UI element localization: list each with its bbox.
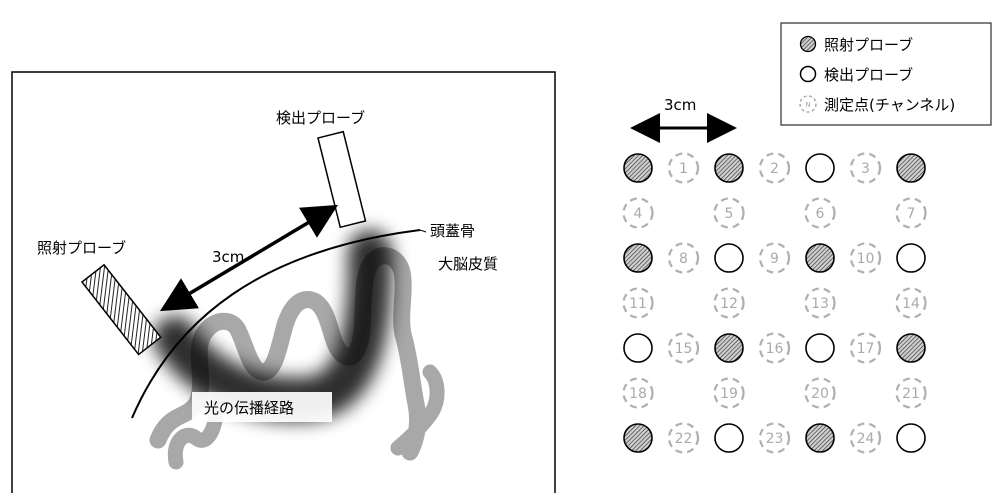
channel-marker — [804, 377, 836, 409]
source-probe-marker — [805, 243, 835, 273]
detector-probe-marker — [805, 333, 835, 363]
channel-marker — [758, 422, 791, 454]
channel-marker — [667, 242, 700, 274]
channel-number: 10 — [857, 251, 875, 267]
skull-leader-line — [419, 229, 427, 233]
cerebral-cortex-fold — [390, 364, 445, 456]
channel-number: 7 — [907, 206, 916, 222]
legend-detector-label: 検出プローブ — [824, 66, 913, 84]
channel-marker — [713, 377, 745, 409]
source-probe-marker — [714, 153, 744, 183]
detector-probe-label: 検出プローブ — [276, 109, 365, 127]
distance-arrow — [159, 204, 339, 312]
detector-probe-marker — [896, 243, 926, 273]
channel-marker — [758, 152, 791, 184]
channel-marker — [667, 332, 700, 364]
channel-number: 3 — [861, 161, 870, 177]
channel-marker — [804, 287, 836, 319]
diagram-frame — [11, 71, 556, 493]
channel-number: 11 — [629, 296, 647, 312]
channel-number: 12 — [720, 296, 738, 312]
channel-marker — [849, 332, 882, 364]
channel-marker — [849, 242, 882, 274]
source-probe-marker — [896, 153, 926, 183]
light-path-label-box — [192, 392, 332, 422]
detector-probe-marker — [805, 153, 835, 183]
channel-number: 1 — [679, 161, 688, 177]
channel-marker — [758, 242, 791, 274]
channel-number: 4 — [634, 206, 643, 222]
legend-source-label: 照射プローブ — [824, 36, 913, 54]
detector-probe — [317, 130, 367, 229]
channel-number: 14 — [902, 296, 920, 312]
channel-marker — [667, 152, 700, 184]
legend-channel-symbol: N — [805, 101, 810, 109]
channel-number: 23 — [766, 431, 784, 447]
legend-detector-marker — [799, 65, 817, 83]
channel-number: 22 — [675, 431, 693, 447]
light-path-label: 光の伝播経路 — [204, 399, 294, 417]
source-probe-marker — [805, 423, 835, 453]
source-probe-marker — [896, 333, 926, 363]
channel-number: 9 — [770, 251, 779, 267]
channel-number: 21 — [902, 386, 920, 402]
legend: 照射プローブ 検出プローブ N 測定点(チャンネル) — [780, 22, 992, 126]
channel-marker — [713, 287, 745, 319]
channel-marker — [622, 377, 654, 409]
distance-label: 3cm — [212, 248, 244, 266]
detector-probe-marker — [714, 243, 744, 273]
channel-number: 18 — [629, 386, 647, 402]
source-probe-marker — [623, 153, 653, 183]
channel-marker — [804, 197, 836, 229]
channel-number: 5 — [725, 206, 734, 222]
detector-probe-marker — [714, 423, 744, 453]
channel-number: 16 — [766, 341, 784, 357]
channel-number: 24 — [857, 431, 875, 447]
source-probe-marker — [623, 243, 653, 273]
channel-marker — [667, 422, 700, 454]
channel-number: 2 — [770, 161, 779, 177]
legend-channel-marker — [799, 95, 817, 113]
channel-number: 20 — [811, 386, 829, 402]
channel-marker — [895, 197, 927, 229]
channel-number: 13 — [811, 296, 829, 312]
channel-number: 17 — [857, 341, 875, 357]
cerebral-cortex — [149, 247, 427, 461]
skull-label: 頭蓋骨 — [430, 222, 475, 240]
cerebral-cortex-fold — [167, 406, 224, 470]
channel-marker — [622, 287, 654, 319]
source-probe — [80, 263, 162, 356]
channel-number: 15 — [675, 341, 693, 357]
legend-channel-label: 測定点(チャンネル) — [824, 96, 955, 114]
grid-distance-label: 3cm — [664, 96, 696, 114]
channel-marker — [895, 377, 927, 409]
detector-probe-marker — [623, 333, 653, 363]
channel-marker — [849, 152, 882, 184]
source-probe-marker — [623, 423, 653, 453]
cortex-label: 大脳皮質 — [438, 255, 498, 273]
source-probe-label: 照射プローブ — [37, 239, 126, 257]
channel-marker — [895, 287, 927, 319]
channel-marker — [758, 332, 791, 364]
channel-number: 19 — [720, 386, 738, 402]
channel-number: 8 — [679, 251, 688, 267]
channel-number: 6 — [816, 206, 825, 222]
detector-probe-marker — [896, 423, 926, 453]
channel-marker — [849, 422, 882, 454]
channel-marker — [622, 197, 654, 229]
legend-source-marker — [799, 35, 817, 53]
cross-section-diagram: 光の伝播経路 検出プローブ 照射プローブ 3cm 頭蓋骨 大脳皮質 — [11, 71, 556, 493]
channel-marker — [713, 197, 745, 229]
source-probe-marker — [714, 333, 744, 363]
